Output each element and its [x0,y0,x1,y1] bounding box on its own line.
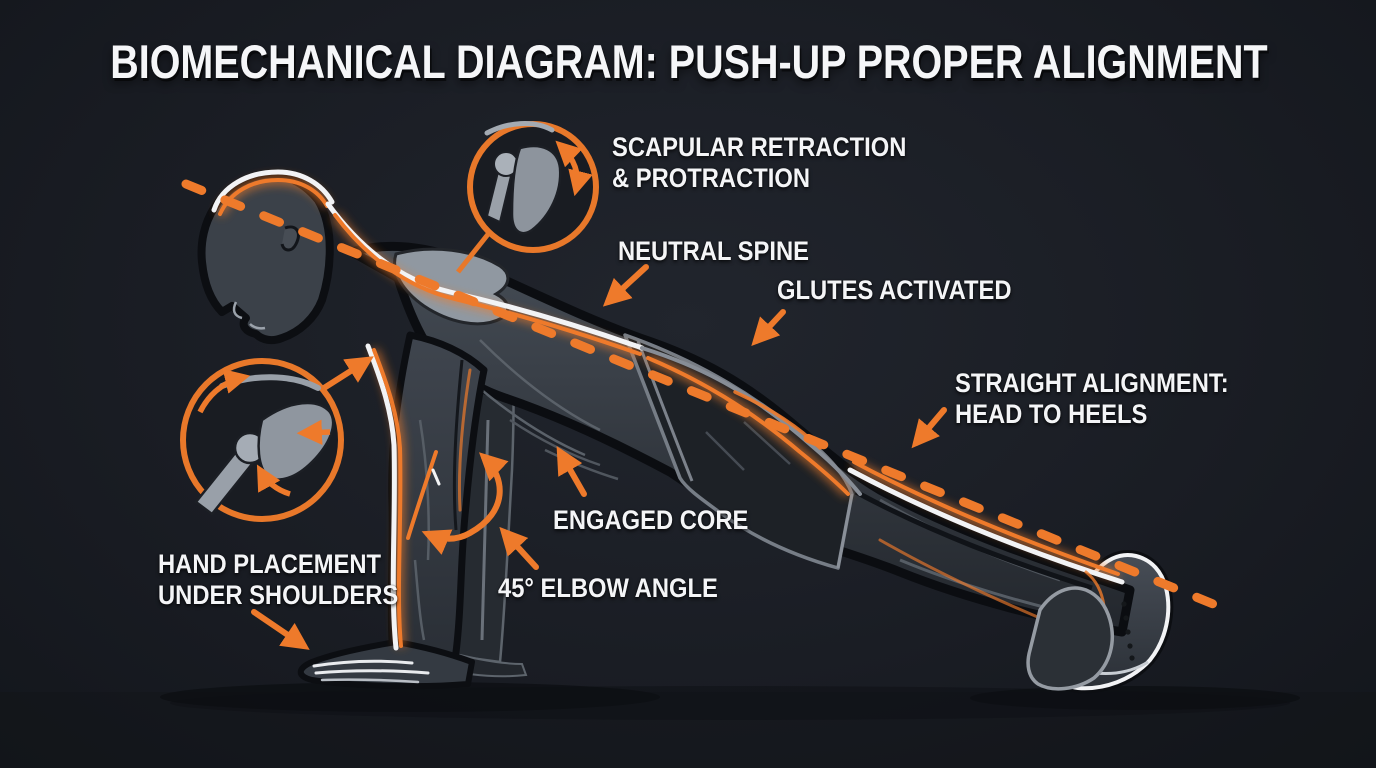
core-arrow-icon [556,446,587,497]
glutes-arrow-icon [751,309,786,347]
elbow-angle-arc-icon [421,452,509,555]
hand-arrow-icon [251,609,310,650]
label-engaged-core: ENGAGED CORE [553,505,749,535]
ground-shadow [0,682,1376,768]
label-straight-alignment: STRAIGHT ALIGNMENT: HEAD TO HEELS [955,368,1229,429]
alignment-arrow-icon [911,407,947,449]
rotation-arrow-top-icon [197,369,251,414]
rotation-arrow-bottom-icon [256,464,291,497]
label-glutes-activated: GLUTES ACTIVATED [777,275,1012,305]
contour-accents [211,169,1125,651]
scapula-inset [456,121,599,274]
neutral-spine-arrow-icon [602,264,649,307]
shoulder-joint-inset [180,356,374,522]
page-title: BIOMECHANICAL DIAGRAM: PUSH-UP PROPER AL… [110,35,1268,88]
label-hand-placement: HAND PLACEMENT UNDER SHOULDERS [158,549,399,610]
alignment-dashed-line [181,179,1223,611]
label-elbow-angle: 45° ELBOW ANGLE [498,573,718,603]
label-arrows [251,264,947,650]
retraction-double-arrow-icon [555,140,593,197]
label-scapular-retraction: SCAPULAR RETRACTION & PROTRACTION [612,132,907,193]
head [197,170,334,345]
hand [297,639,475,690]
far-shoe [1026,586,1135,691]
inset-pointer-arrow-icon [322,356,374,391]
joint-press-arrow-icon [296,419,331,445]
label-neutral-spine: NEUTRAL SPINE [618,236,809,266]
elbow-arrow-icon [499,526,539,570]
